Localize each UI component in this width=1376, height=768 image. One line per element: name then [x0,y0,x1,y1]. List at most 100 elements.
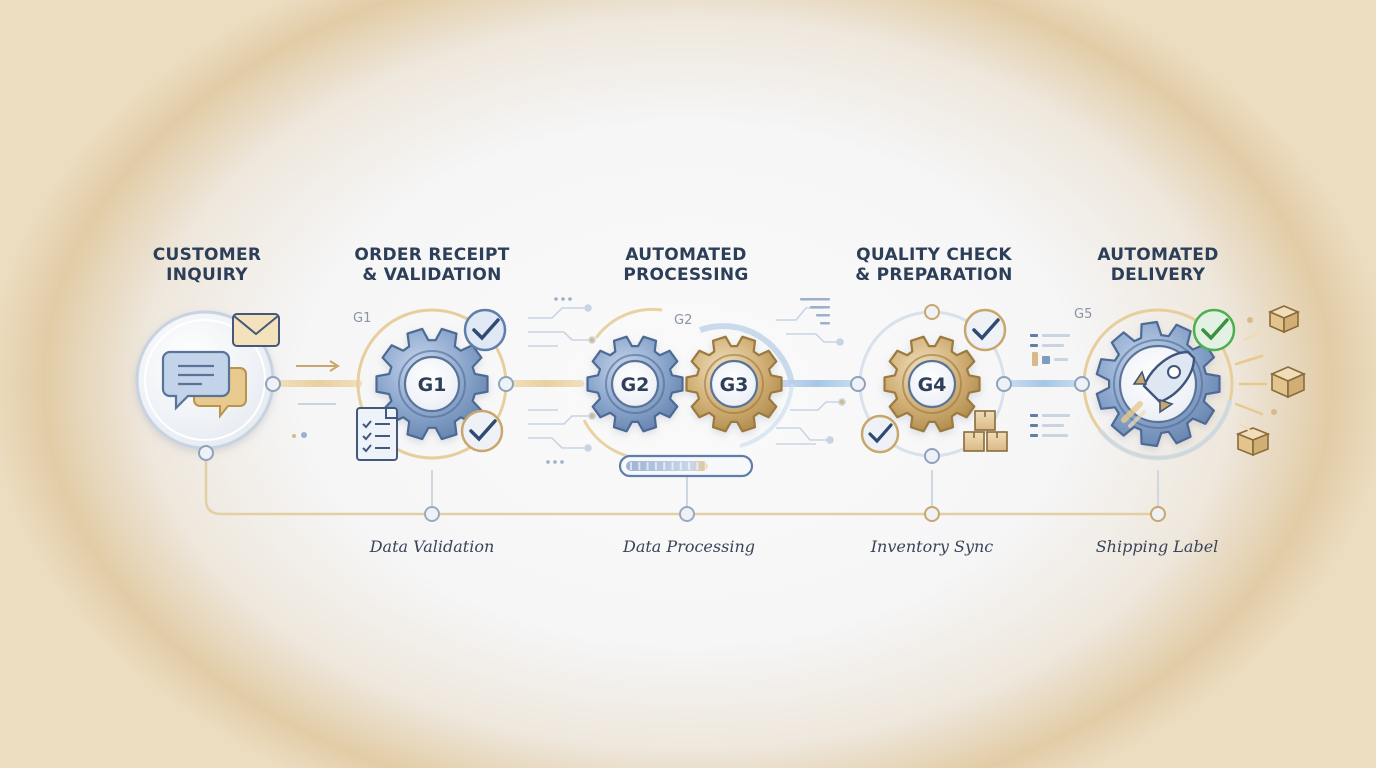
inquiry-hub-inner-ring [144,319,266,441]
caption-data-processing: Data Processing [622,537,755,556]
progress-tick [646,462,649,470]
progress-tick [671,462,674,470]
g3-orbit-arc-lower [739,383,794,448]
data-bus [204,452,1166,522]
g4-top-node [924,304,940,320]
progress-tick [696,462,699,470]
stage-4-title-line2: & PREPARATION [855,265,1012,285]
stage-1-title-line2: INQUIRY [166,265,248,285]
progress-tick [679,462,682,470]
circuit-traces-right [776,307,846,445]
package-icon [1270,366,1306,399]
gear-g1-hub [403,355,461,413]
stage-5-automated-delivery: G5 [1074,305,1306,461]
gear-g4-hub-ring [902,354,962,414]
gear-g2-label: G2 [621,374,650,396]
dash-list-lower [1030,414,1070,437]
progress-ticks [630,462,707,470]
progress-tick [663,462,666,470]
tag-g5: G5 [1074,307,1092,322]
check-icon [860,414,900,454]
stage-3-title-line1: AUTOMATED [625,245,746,265]
dotted-lines [546,297,830,464]
bus-node-2 [679,506,695,522]
stage-1-title-line1: CUSTOMER [153,245,262,265]
dot [301,432,307,438]
bus-node-3 [924,506,940,522]
g4-in-node [850,376,866,392]
stage-1-customer-inquiry [135,310,281,461]
connector-3-4 [776,380,858,387]
gear-g4 [883,335,981,433]
gear-g1-label: G1 [418,374,447,396]
g4-out-node [996,376,1012,392]
connector-4-5 [1006,380,1082,387]
progress-tick [630,462,632,470]
stage-5-title-line1: AUTOMATED [1097,245,1218,265]
gear-g2-hub-ring [605,354,665,414]
caption-data-validation: Data Validation [369,537,495,556]
captions: Data Validation Data Processing Inventor… [369,537,1219,556]
bus-node-1 [424,506,440,522]
check-icon [963,308,1007,352]
dot [1247,317,1253,323]
g1-out-node [498,376,514,392]
dash-list-left [1030,334,1070,366]
stage-5-title-line2: DELIVERY [1111,265,1206,285]
gear-g4-label: G4 [918,374,947,396]
g5-orbit-glow [1098,399,1233,461]
stage-2-title-line1: ORDER RECEIPT [354,245,509,265]
gear-g3 [685,335,783,433]
rocket-icon [1121,350,1196,428]
stage-4-title-line1: QUALITY CHECK [856,245,1012,265]
tag-g1: G1 [353,311,371,326]
g2-orbit-arc [594,307,663,339]
package-icon [1267,305,1301,334]
gear-g1-hub-ring [398,350,466,418]
stage-2-order-receipt: G1 G1 [292,308,514,461]
stage-3-automated-processing: G2 [528,297,846,478]
caption-shipping-label: Shipping Label [1096,537,1219,556]
inquiry-bus-node [198,445,214,461]
stage-2-title-line2: & VALIDATION [362,265,501,285]
stage-4-quality-check: G4 [850,304,1070,464]
checklist-icon [356,407,398,461]
gear-g3-label: G3 [720,374,749,396]
gear-g3-hub [709,359,759,409]
motion-streaks [1234,331,1268,433]
gear-g3-hub-ring [704,354,764,414]
g4-bottom-node [924,448,940,464]
check-icon [463,308,507,352]
package-icon [1235,427,1271,457]
gear-g1 [375,327,489,441]
check-icon [460,409,504,453]
dot [292,434,296,438]
stage-3-title-line2: PROCESSING [623,265,748,285]
progress-tick [704,462,707,470]
gear-g4-hub [907,359,957,409]
package-icon [963,410,1008,452]
flow-connectors [276,360,1082,405]
circuit-traces-left [528,304,596,452]
chat-bubbles-icon [161,350,247,419]
gear-g2 [586,335,684,433]
dot [1271,409,1277,415]
progress-tick [654,462,657,470]
progress-fill [626,461,708,471]
check-icon [1192,308,1236,352]
connector-2-3 [508,380,584,387]
stage-titles: CUSTOMER INQUIRY ORDER RECEIPT & VALIDAT… [153,245,1219,285]
g5-in-node [1074,376,1090,392]
bus-node-4 [1150,506,1166,522]
progress-tick [688,462,691,470]
gear-g2-hub [610,359,660,409]
connector-1-2 [276,380,362,387]
progress-tick [638,462,641,470]
gear-g5-hub-ring [1113,339,1203,429]
g3-orbit-arc [699,323,795,385]
caption-inventory-sync: Inventory Sync [870,537,994,556]
envelope-icon [232,313,280,347]
tag-g2: G2 [674,313,692,328]
bus-line [204,452,1158,516]
